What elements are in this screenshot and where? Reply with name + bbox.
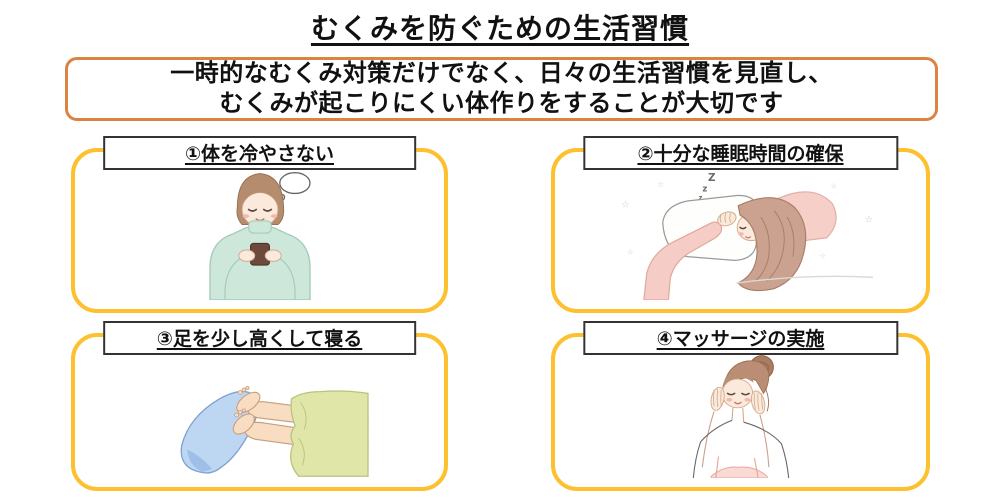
facial-massage-woman-illustration — [692, 355, 789, 478]
card-3-illustration-area — [75, 345, 444, 485]
neck-shoulders-camisole — [692, 407, 789, 478]
card-massage: ④マッサージの実施 — [551, 321, 930, 491]
card-1-label: ①体を冷やさない — [102, 136, 417, 170]
card-2-label: ②十分な睡眠時間の確保 — [582, 136, 899, 170]
svg-text:☆: ☆ — [657, 179, 664, 188]
svg-text:☆: ☆ — [864, 214, 872, 225]
svg-text:☆: ☆ — [819, 251, 826, 260]
svg-text:z: z — [702, 183, 707, 193]
mug-and-hands — [237, 242, 282, 266]
svg-text:☆: ☆ — [830, 181, 837, 190]
blanket-fold-lines — [297, 402, 307, 466]
svg-text:z: z — [698, 194, 702, 202]
sleep-z-icon: Z z z — [698, 172, 715, 202]
bed-line — [735, 275, 873, 284]
intro-box: 一時的なむくみ対策だけでなく、日々の生活習慣を見直し、 むくみが起こりにくい体作… — [65, 57, 938, 121]
card-enough-sleep: ②十分な睡眠時間の確保 ☆ ☆ ☆ ☆ ☆ ☆ ☆ Z z z — [551, 136, 930, 313]
card-4-label: ④マッサージの実施 — [582, 321, 899, 355]
card-keep-body-warm: ①体を冷やさない — [71, 136, 448, 313]
card-2-illustration-area: ☆ ☆ ☆ ☆ ☆ ☆ ☆ Z z z — [555, 160, 926, 307]
intro-line-1: 一時的なむくみ対策だけでなく、日々の生活習慣を見直し、 — [170, 60, 833, 87]
warm-drink-woman-illustration — [208, 171, 311, 300]
woman-head — [235, 172, 284, 227]
card-4-illustration-area — [555, 345, 926, 485]
svg-text:Z: Z — [708, 172, 716, 184]
massaging-hands — [701, 386, 769, 468]
face — [721, 369, 754, 409]
green-blanket — [289, 390, 369, 477]
intro-line-2: むくみが起こりにくい体作りをすることが大切です — [219, 90, 784, 117]
pajama-arm — [642, 221, 722, 300]
card-1-illustration-area — [75, 160, 444, 307]
svg-text:☆: ☆ — [621, 199, 629, 210]
svg-text:☆: ☆ — [626, 247, 633, 256]
sleeping-woman-illustration: ☆ ☆ ☆ ☆ ☆ ☆ ☆ Z z z — [621, 172, 873, 300]
hair-wave-lines — [754, 209, 794, 282]
page-title-text: むくみを防ぐための生活習慣 — [310, 13, 690, 44]
card-elevate-legs: ③足を少し高くして寝る — [71, 321, 448, 491]
elevated-legs-illustration — [180, 385, 369, 477]
hand-on-pillow — [716, 210, 736, 226]
page-title: むくみを防ぐための生活習慣 — [0, 7, 1000, 47]
card-3-label: ③足を少し高くして寝る — [102, 321, 417, 355]
